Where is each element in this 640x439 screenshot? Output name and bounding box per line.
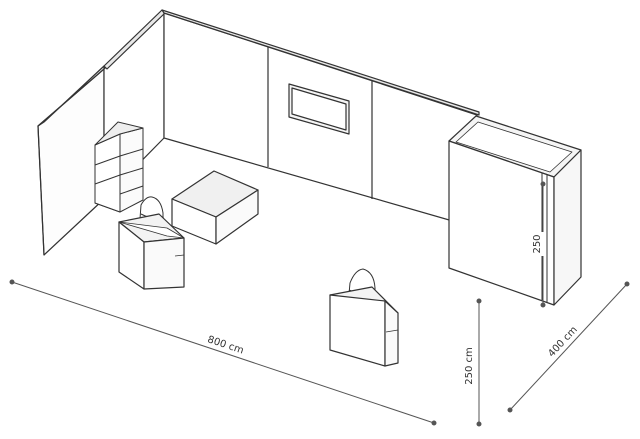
shelf-cube-unit bbox=[94, 121, 144, 213]
depth-dimension-line bbox=[507, 281, 630, 413]
counter-left bbox=[118, 213, 185, 290]
cabin-height-label: 250 bbox=[532, 234, 543, 253]
center-table bbox=[171, 170, 259, 245]
height-label: 250 cm bbox=[464, 347, 475, 385]
storage-cabin bbox=[448, 115, 582, 306]
counter-right bbox=[329, 286, 399, 367]
wall-screen bbox=[288, 83, 350, 135]
length-dimension-line bbox=[9, 279, 437, 426]
height-dimension-line bbox=[476, 298, 482, 427]
left-side-wall bbox=[37, 65, 105, 256]
